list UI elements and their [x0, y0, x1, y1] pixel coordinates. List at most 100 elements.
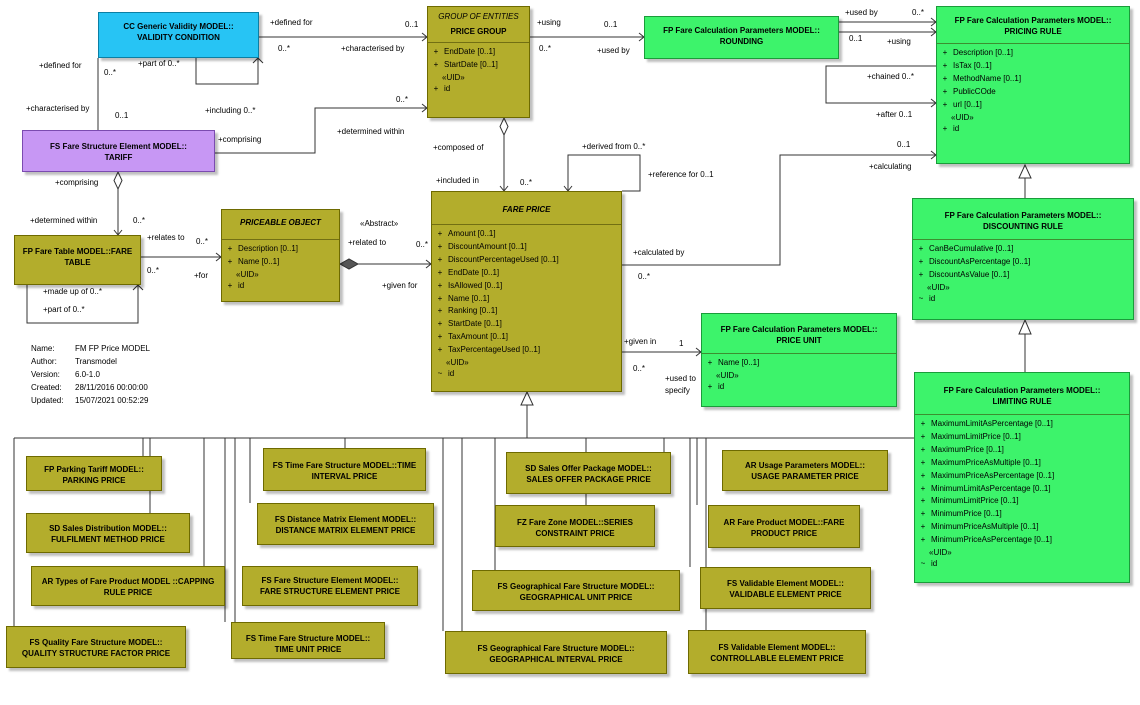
assoc-label: +characterised by: [26, 104, 90, 113]
fare-price-class[interactable]: FARE PRICE +Amount [0..1] +DiscountAmoun…: [431, 191, 622, 392]
assoc-label: +reference for 0..1: [648, 170, 714, 179]
attribute-row: +MinimumPrice [0..1]: [920, 509, 1002, 519]
class-name: USAGE PARAMETER PRICE: [751, 472, 859, 481]
class-package-line: SD Sales Distribution MODEL::: [49, 524, 167, 533]
class-name: RULE PRICE: [103, 588, 153, 597]
multiplicity-label: 1: [679, 339, 684, 348]
validity-condition-class[interactable]: CC Generic Validity MODEL:: VALIDITY CON…: [98, 12, 259, 58]
uid-stereotype: «UID»: [951, 112, 974, 122]
multiplicity-label: 0..*: [278, 44, 291, 53]
discounting-rule-class[interactable]: FP Fare Calculation Parameters MODEL:: D…: [912, 198, 1134, 320]
quality-structure-factor-price-class[interactable]: FS Quality Fare Structure MODEL::QUALITY…: [6, 626, 186, 668]
assoc-label: +including 0..*: [205, 106, 256, 115]
class-name: PRICE GROUP: [450, 27, 507, 36]
attribute-row: +Amount [0..1]: [437, 229, 496, 238]
assoc-label: +after 0..1: [876, 110, 913, 119]
class-package-line: AR Usage Parameters MODEL::: [744, 461, 866, 470]
meta-row: Version:6.0-1.0: [31, 370, 100, 379]
id-row: +id: [433, 83, 451, 93]
attribute-row: +MinimumLimitAsPercentage [0..1]: [920, 483, 1051, 493]
class-name: PRICING RULE: [1004, 27, 1062, 36]
class-package-line: FP Fare Calculation Parameters MODEL::: [944, 211, 1102, 220]
price-group-class[interactable]: GROUP OF ENTITIES PRICE GROUP +EndDate […: [427, 6, 530, 118]
pricing-rule-class[interactable]: FP Fare Calculation Parameters MODEL:: P…: [936, 6, 1130, 164]
validable-element-price-class[interactable]: FS Validable Element MODEL::VALIDABLE EL…: [700, 567, 871, 609]
assoc-label: +using: [537, 18, 561, 27]
id-row: ~id: [918, 293, 936, 303]
class-name: INTERVAL PRICE: [311, 472, 378, 481]
meta-row: Updated:15/07/2021 00:52:29: [31, 396, 149, 405]
class-package-line: FS Time Fare Structure MODEL::TIME: [272, 461, 417, 470]
attribute-row: +EndDate [0..1]: [437, 267, 500, 277]
meta-row: Created:28/11/2016 00:00:00: [31, 383, 148, 392]
attribute-row: +TaxAmount [0..1]: [437, 332, 509, 342]
assoc-label: +characterised by: [341, 44, 405, 53]
uid-stereotype: «UID»: [716, 370, 739, 380]
class-package-line: AR Fare Product MODEL::FARE: [723, 518, 845, 527]
meta-row: Author:Transmodel: [31, 357, 117, 366]
class-package-line: FP Parking Tariff MODEL::: [44, 465, 144, 474]
controllable-element-price-class[interactable]: FS Validable Element MODEL::CONTROLLABLE…: [688, 630, 866, 674]
parking-price-class[interactable]: FP Parking Tariff MODEL::PARKING PRICE: [26, 456, 162, 491]
rounding-class[interactable]: FP Fare Calculation Parameters MODEL:: R…: [644, 16, 839, 59]
assoc-label: +comprising: [218, 135, 262, 144]
assoc-label: +part of 0..*: [138, 59, 180, 68]
multiplicity-label: 0..*: [133, 216, 146, 225]
assoc-label: +relates to: [147, 233, 185, 242]
multiplicity-label: 0..*: [104, 68, 117, 77]
assoc-label: +used to: [665, 374, 696, 383]
assoc-label: +used by: [597, 46, 630, 55]
capping-rule-price-class[interactable]: AR Types of Fare Product MODEL ::CAPPING…: [31, 566, 225, 606]
attribute-row: +url [0..1]: [942, 99, 982, 109]
assoc-label: +calculating: [869, 162, 912, 171]
uid-stereotype: «UID»: [446, 358, 469, 368]
distance-matrix-element-price-class[interactable]: FS Distance Matrix Element MODEL::DISTAN…: [257, 503, 434, 545]
class-name: FARE STRUCTURE ELEMENT PRICE: [259, 587, 400, 596]
class-name: FARE PRICE: [502, 205, 551, 214]
class-package-line: FZ Fare Zone MODEL::SERIES: [516, 518, 633, 527]
fulfilment-method-price-class[interactable]: SD Sales Distribution MODEL::FULFILMENT …: [26, 513, 190, 553]
fare-table-class[interactable]: FP Fare Table MODEL::FARE TABLE: [14, 235, 141, 285]
multiplicity-label: 0..*: [520, 178, 533, 187]
attribute-row: +MaximumLimitPrice [0..1]: [920, 431, 1021, 441]
assoc-label: +used by: [845, 8, 878, 17]
attribute-row: +MaximumLimitAsPercentage [0..1]: [920, 419, 1053, 428]
priceable-object-class[interactable]: PRICEABLE OBJECT +Description [0..1] +Na…: [221, 209, 340, 302]
assoc-label: +chained 0..*: [867, 72, 914, 81]
geographical-interval-price-class[interactable]: FS Geographical Fare Structure MODEL::GE…: [445, 631, 667, 674]
assoc-label: +related to: [348, 238, 387, 247]
id-row: +id: [942, 123, 960, 133]
multiplicity-label: 0..*: [539, 44, 552, 53]
usage-parameter-price-class[interactable]: AR Usage Parameters MODEL::USAGE PARAMET…: [722, 450, 888, 491]
attribute-row: +StartDate [0..1]: [437, 319, 502, 329]
tariff-class[interactable]: FS Fare Structure Element MODEL:: TARIFF: [22, 130, 215, 172]
uid-stereotype: «UID»: [927, 282, 950, 292]
class-name: GEOGRAPHICAL INTERVAL PRICE: [489, 655, 623, 664]
attribute-row: +Ranking [0..1]: [437, 306, 498, 316]
class-package-line: FS Validable Element MODEL::: [718, 643, 836, 652]
fare-structure-element-price-class[interactable]: FS Fare Structure Element MODEL::FARE ST…: [242, 566, 418, 606]
multiplicity-label: 0..1: [897, 140, 911, 149]
attribute-row: +Description [0..1]: [942, 48, 1014, 57]
geographical-unit-price-class[interactable]: FS Geographical Fare Structure MODEL::GE…: [472, 570, 680, 611]
class-stereotype: GROUP OF ENTITIES: [438, 12, 519, 21]
diagram-metadata: Name:FM FP Price MODEL Author:Transmodel…: [31, 342, 150, 407]
attribute-row: +Name [0..1]: [437, 293, 490, 303]
assoc-label: +part of 0..*: [43, 305, 85, 314]
class-name: QUALITY STRUCTURE FACTOR PRICE: [21, 649, 171, 658]
meta-row: Name:FM FP Price MODEL: [31, 344, 150, 353]
class-package-line: FP Fare Calculation Parameters MODEL::: [663, 26, 820, 35]
time-unit-price-class[interactable]: FS Time Fare Structure MODEL::TIME UNIT …: [231, 622, 385, 659]
multiplicity-label: 0..1: [849, 34, 863, 43]
attribute-row: +PublicCOde: [942, 86, 996, 96]
class-package-line: FS Validable Element MODEL::: [727, 579, 844, 588]
limiting-rule-class[interactable]: FP Fare Calculation Parameters MODEL:: L…: [914, 372, 1130, 583]
assoc-label: +given in: [624, 337, 657, 346]
class-package-line: CC Generic Validity MODEL::: [123, 22, 234, 31]
assoc-label: +determined within: [30, 216, 98, 225]
price-unit-class[interactable]: FP Fare Calculation Parameters MODEL:: P…: [701, 313, 897, 407]
sales-offer-package-price-class[interactable]: SD Sales Offer Package MODEL::SALES OFFE…: [506, 452, 671, 494]
